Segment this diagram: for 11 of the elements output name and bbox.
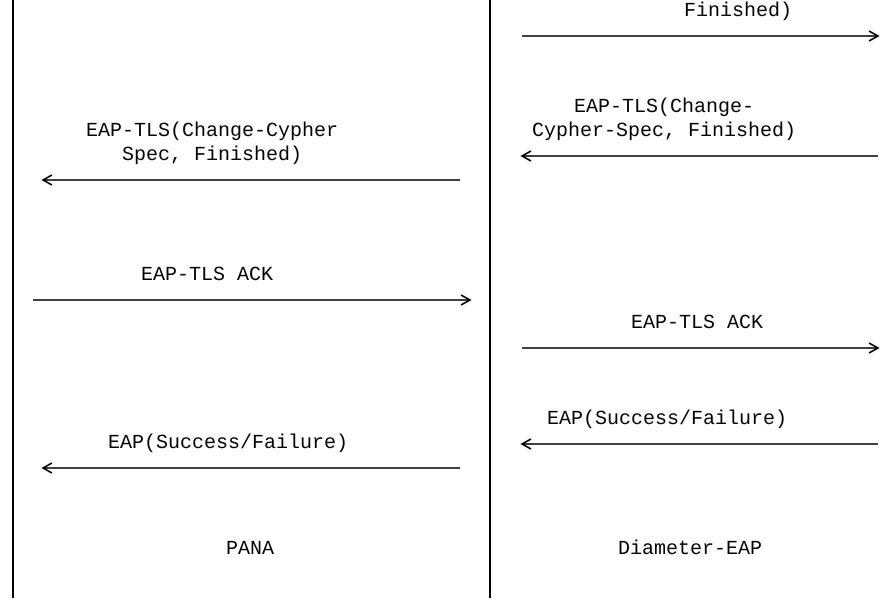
arrow — [522, 30, 879, 42]
arrow — [522, 342, 879, 354]
arrow — [42, 174, 460, 186]
arrow — [42, 462, 460, 474]
protocol-label: Diameter-EAP — [618, 538, 762, 562]
protocol-label: PANA — [226, 538, 274, 562]
arrow — [33, 294, 471, 306]
lifeline — [489, 0, 491, 598]
arrow — [521, 150, 878, 162]
lifeline — [12, 0, 14, 598]
arrow — [521, 438, 878, 450]
